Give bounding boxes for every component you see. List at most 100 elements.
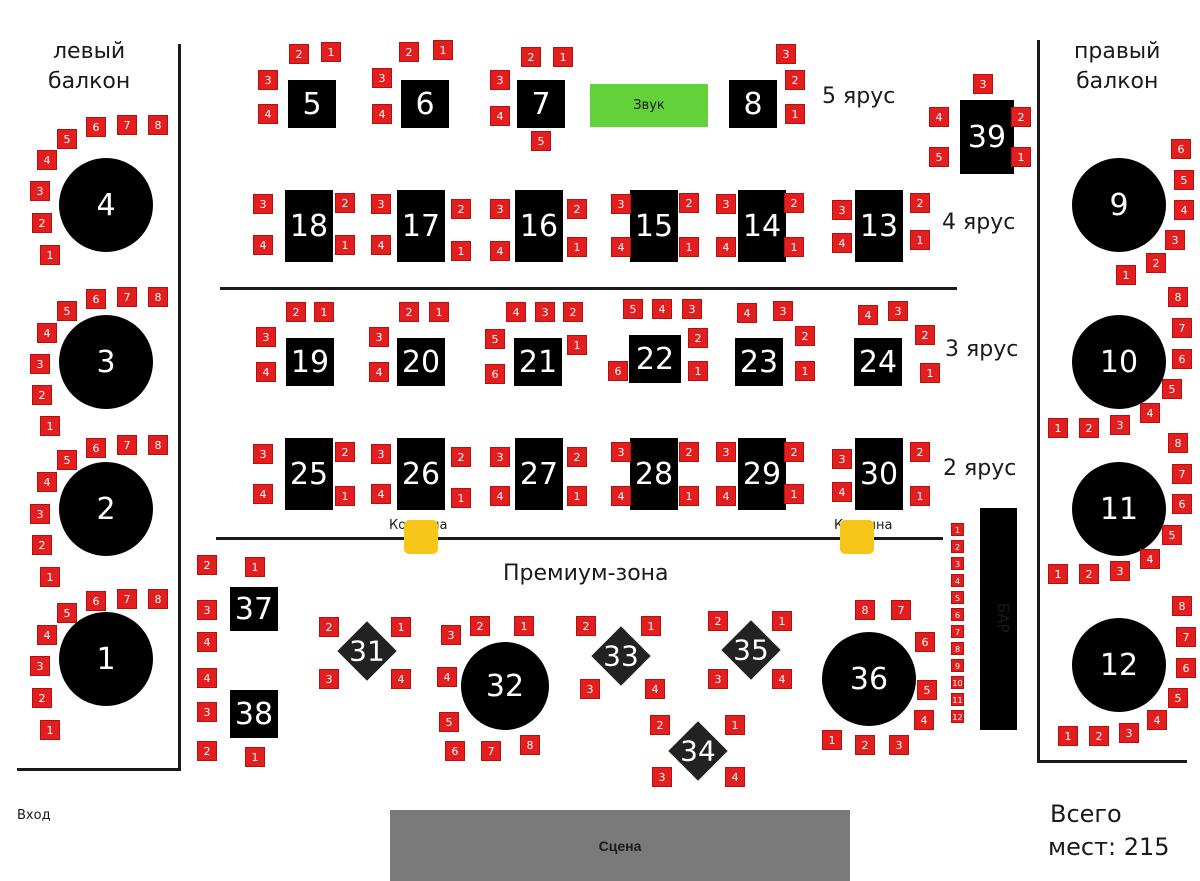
table-30[interactable]: 30 — [855, 438, 903, 510]
seat[interactable]: 8 — [520, 735, 540, 755]
seat[interactable]: 7 — [117, 589, 137, 609]
seat[interactable]: 5 — [1168, 688, 1188, 708]
seat[interactable]: 3 — [371, 194, 391, 214]
seat[interactable]: 1 — [40, 245, 60, 265]
seat[interactable]: 3 — [30, 354, 50, 374]
seat[interactable]: 4 — [197, 668, 217, 688]
seat[interactable]: 1 — [567, 486, 587, 506]
seat[interactable]: 5 — [57, 450, 77, 470]
seat[interactable]: 4 — [437, 667, 457, 687]
bar-stool[interactable]: 6 — [951, 608, 964, 621]
seat[interactable]: 2 — [1089, 726, 1109, 746]
seat[interactable]: 2 — [521, 47, 541, 67]
seat[interactable]: 1 — [567, 237, 587, 257]
seat[interactable]: 1 — [245, 557, 265, 577]
bar-stool[interactable]: 2 — [951, 540, 964, 553]
table-22[interactable]: 22 — [629, 335, 681, 383]
seat[interactable]: 3 — [652, 767, 672, 787]
seat[interactable]: 4 — [1174, 200, 1194, 220]
seat[interactable]: 3 — [888, 301, 908, 321]
seat[interactable]: 4 — [914, 710, 934, 730]
seat[interactable]: 1 — [429, 302, 449, 322]
seat[interactable]: 1 — [553, 47, 573, 67]
bar-stool[interactable]: 10 — [951, 676, 964, 689]
seat[interactable]: 6 — [1172, 494, 1192, 514]
seat[interactable]: 4 — [253, 484, 273, 504]
table-21[interactable]: 21 — [514, 338, 562, 386]
bar-stool[interactable]: 4 — [951, 574, 964, 587]
seat[interactable]: 4 — [258, 104, 278, 124]
table-28[interactable]: 28 — [630, 438, 678, 510]
table-14[interactable]: 14 — [738, 190, 786, 262]
seat[interactable]: 4 — [506, 302, 526, 322]
bar-stool[interactable]: 11 — [951, 693, 964, 706]
seat[interactable]: 1 — [1116, 265, 1136, 285]
seat[interactable]: 4 — [716, 486, 736, 506]
table-18[interactable]: 18 — [285, 190, 333, 262]
seat[interactable]: 2 — [451, 199, 471, 219]
seat[interactable]: 4 — [256, 362, 276, 382]
seat[interactable]: 4 — [372, 104, 392, 124]
table-38[interactable]: 38 — [230, 690, 278, 738]
bar-stool[interactable]: 8 — [951, 642, 964, 655]
seat[interactable]: 3 — [708, 669, 728, 689]
seat[interactable]: 2 — [567, 447, 587, 467]
seat[interactable]: 2 — [785, 70, 805, 90]
seat[interactable]: 4 — [1140, 549, 1160, 569]
seat[interactable]: 3 — [371, 444, 391, 464]
bar-stool[interactable]: 3 — [951, 557, 964, 570]
seat[interactable]: 3 — [1119, 723, 1139, 743]
table-6[interactable]: 6 — [401, 80, 449, 128]
seat[interactable]: 1 — [688, 361, 708, 381]
table-8[interactable]: 8 — [729, 80, 777, 128]
seat[interactable]: 1 — [433, 40, 453, 60]
table-4[interactable]: 4 — [59, 158, 153, 252]
seat[interactable]: 3 — [889, 735, 909, 755]
seat[interactable]: 3 — [253, 194, 273, 214]
seat[interactable]: 8 — [1172, 596, 1192, 616]
seat[interactable]: 4 — [37, 150, 57, 170]
seat[interactable]: 6 — [445, 741, 465, 761]
seat[interactable]: 1 — [335, 235, 355, 255]
seat[interactable]: 1 — [725, 715, 745, 735]
seat[interactable]: 3 — [973, 74, 993, 94]
seat[interactable]: 4 — [371, 484, 391, 504]
seat[interactable]: 8 — [148, 287, 168, 307]
seat[interactable]: 3 — [832, 449, 852, 469]
seat[interactable]: 2 — [679, 442, 699, 462]
seat[interactable]: 3 — [369, 327, 389, 347]
table-24[interactable]: 24 — [854, 338, 902, 386]
seat[interactable]: 1 — [245, 747, 265, 767]
seat[interactable]: 1 — [784, 237, 804, 257]
seat[interactable]: 4 — [37, 323, 57, 343]
seat[interactable]: 6 — [1176, 658, 1196, 678]
seat[interactable]: 5 — [1162, 525, 1182, 545]
seat[interactable]: 3 — [256, 327, 276, 347]
seat[interactable]: 3 — [490, 199, 510, 219]
table-20[interactable]: 20 — [397, 338, 445, 386]
table-37[interactable]: 37 — [230, 587, 278, 631]
seat[interactable]: 2 — [679, 193, 699, 213]
table-31[interactable]: 31 — [337, 621, 397, 681]
table-13[interactable]: 13 — [855, 190, 903, 262]
seat[interactable]: 2 — [451, 447, 471, 467]
seat[interactable]: 2 — [335, 442, 355, 462]
seat[interactable]: 4 — [611, 237, 631, 257]
seat[interactable]: 4 — [197, 632, 217, 652]
seat[interactable]: 2 — [32, 213, 52, 233]
seat[interactable]: 1 — [40, 567, 60, 587]
seat[interactable]: 6 — [86, 289, 106, 309]
seat[interactable]: 1 — [40, 720, 60, 740]
seat[interactable]: 4 — [645, 679, 665, 699]
seat[interactable]: 2 — [784, 193, 804, 213]
seat[interactable]: 3 — [197, 702, 217, 722]
seat[interactable]: 4 — [1140, 403, 1160, 423]
seat[interactable]: 7 — [117, 115, 137, 135]
seat[interactable]: 1 — [795, 361, 815, 381]
seat[interactable]: 6 — [485, 364, 505, 384]
seat[interactable]: 4 — [772, 669, 792, 689]
seat[interactable]: 4 — [725, 767, 745, 787]
seat[interactable]: 5 — [57, 301, 77, 321]
seat[interactable]: 1 — [314, 302, 334, 322]
seat[interactable]: 1 — [822, 730, 842, 750]
